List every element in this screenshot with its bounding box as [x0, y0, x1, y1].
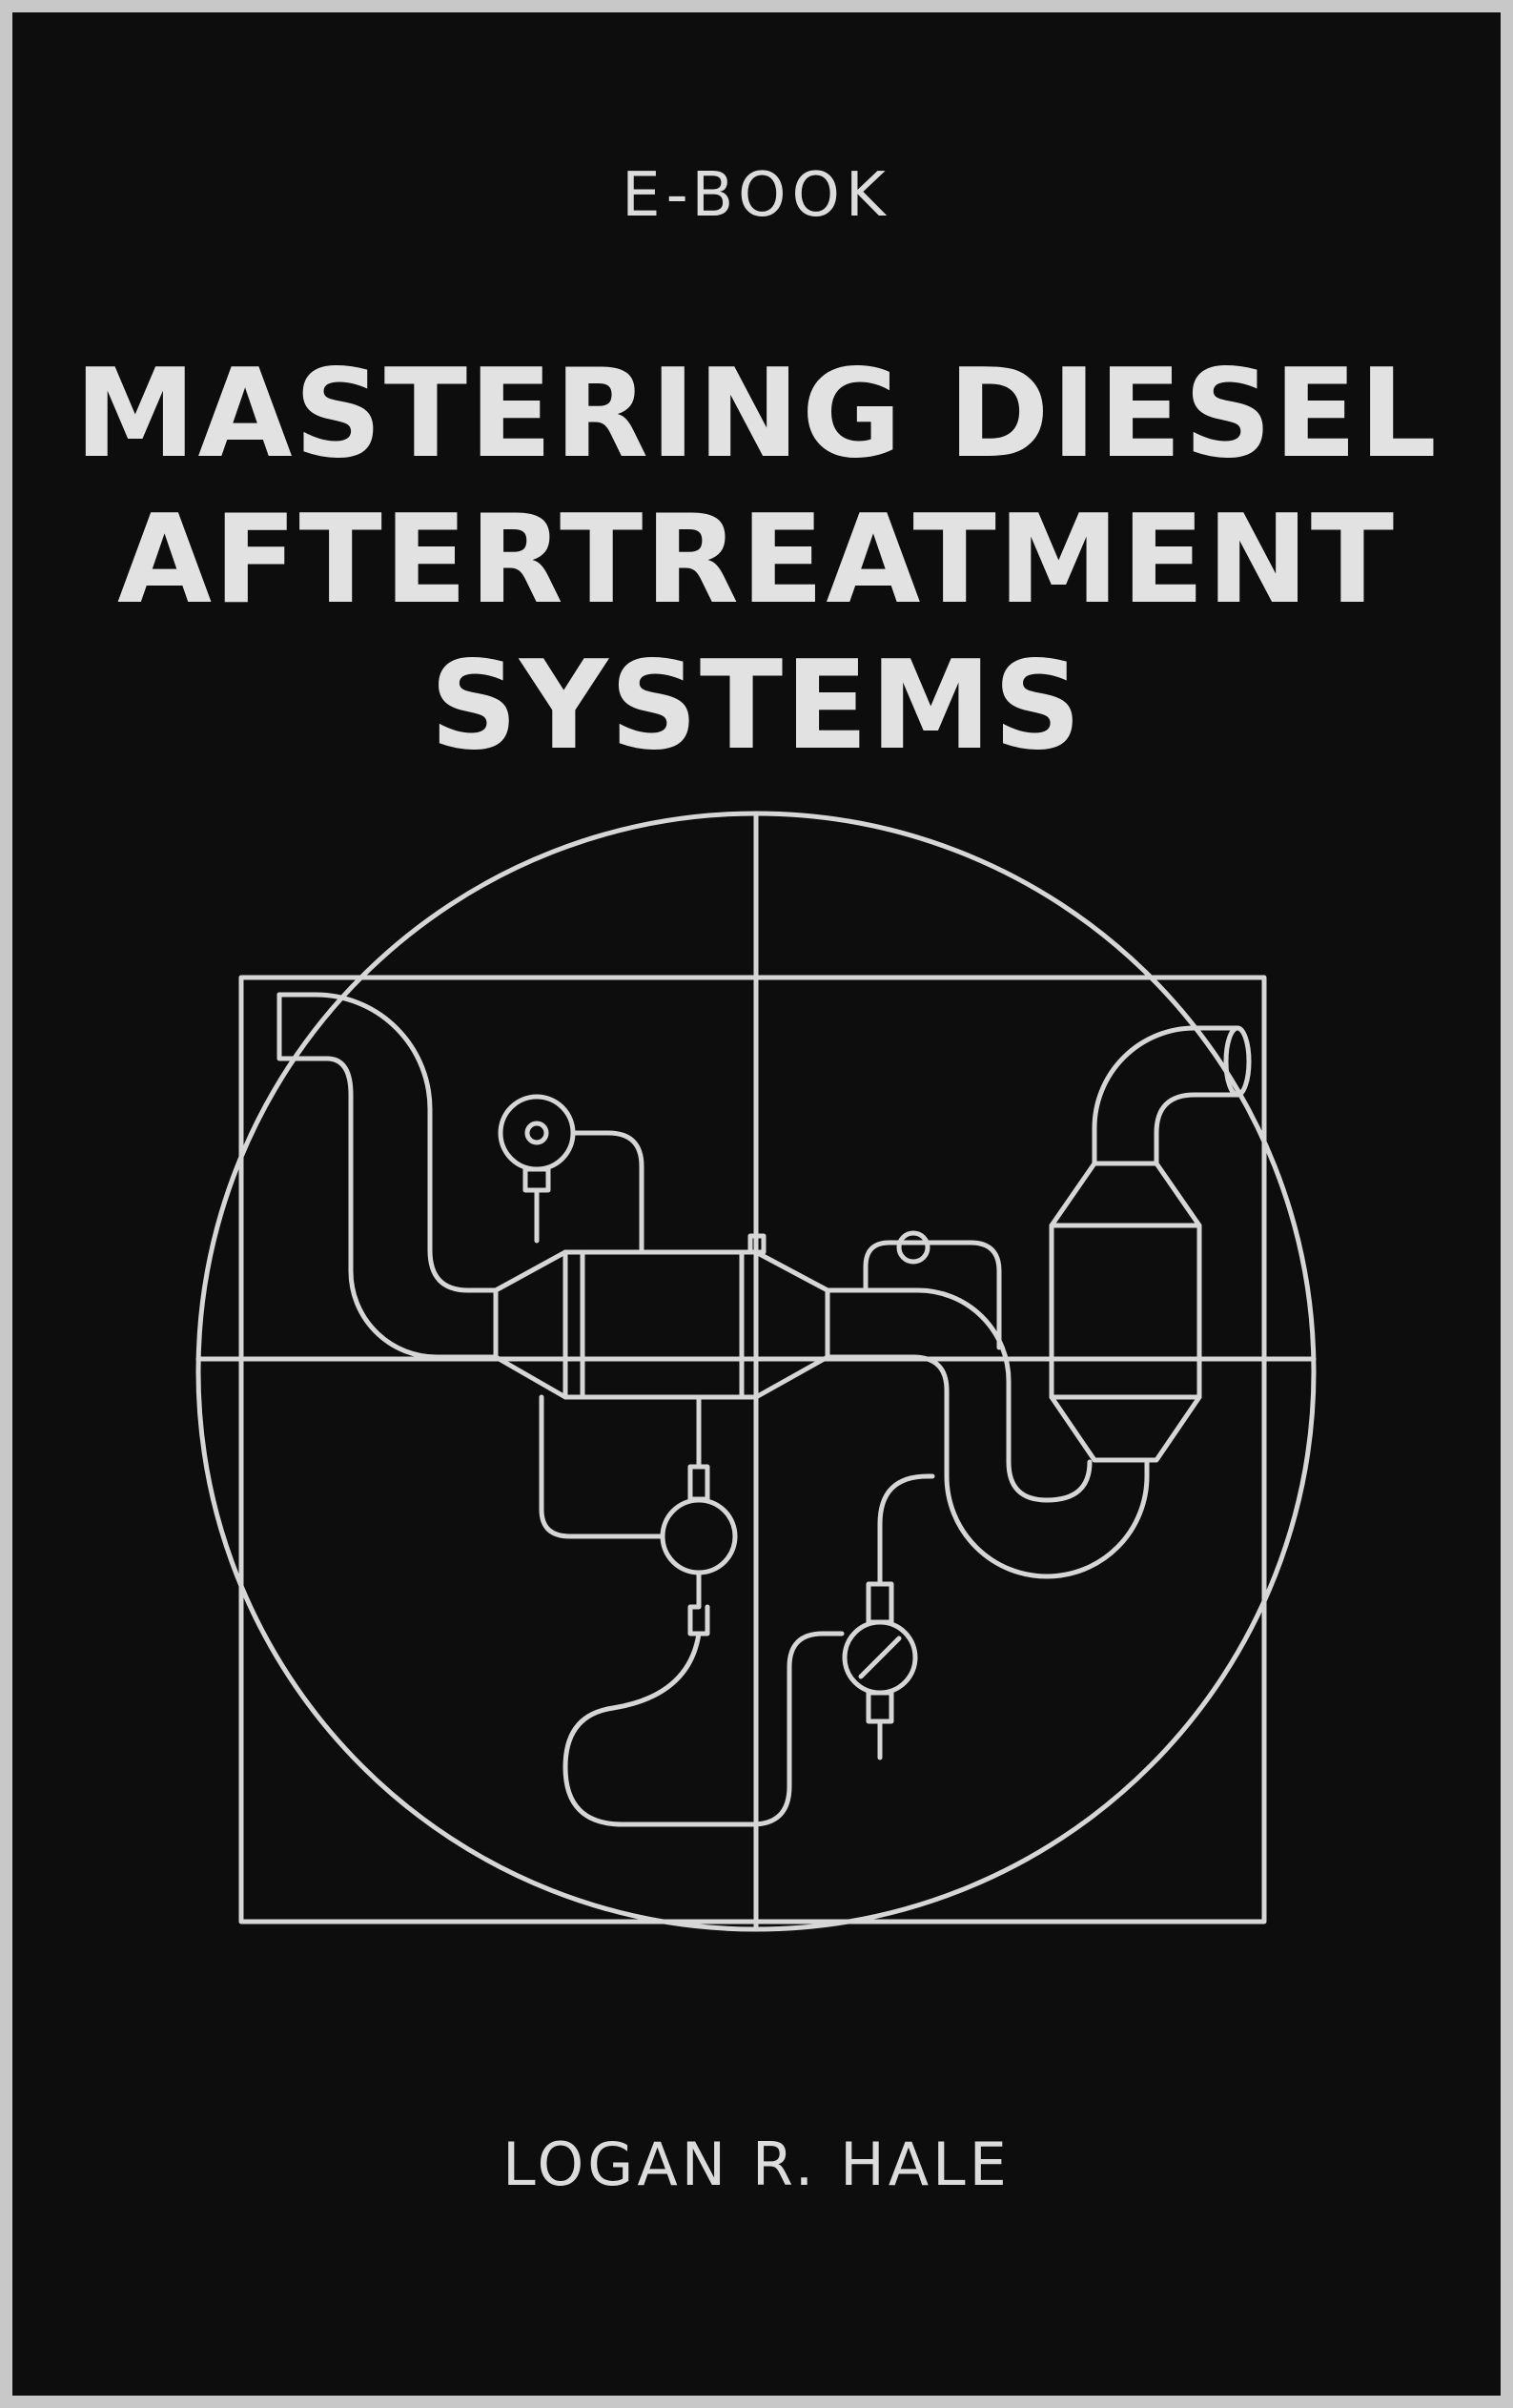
format-label: E-BOOK — [622, 160, 891, 231]
frame-geometry — [195, 811, 1317, 1932]
scr-canister — [1049, 1161, 1202, 1463]
outlet-pipe — [825, 1230, 1150, 1579]
book-title: MASTERING DIESEL AFTERTREATMENT SYSTEMS — [12, 341, 1501, 779]
title-line-3: SYSTEMS — [429, 635, 1084, 777]
title-line-1: MASTERING DIESEL — [74, 343, 1439, 485]
exhaust-stack — [1092, 1025, 1252, 1166]
upper-sensor — [498, 1094, 644, 1255]
inlet-pipe — [276, 992, 499, 1360]
author-name: LOGAN R. HALE — [502, 2130, 1011, 2199]
lower-center-sensor — [539, 1394, 845, 1827]
frame-square — [238, 975, 1267, 1924]
dpf-canister — [493, 1233, 830, 1400]
book-cover: E-BOOK MASTERING DIESEL AFTERTREATMENT S… — [12, 12, 1501, 2396]
title-line-2: AFTERTREATMENT — [116, 489, 1397, 631]
right-sensor — [842, 1473, 935, 1760]
diesel-aftertreatment-illustration — [195, 811, 1317, 1932]
